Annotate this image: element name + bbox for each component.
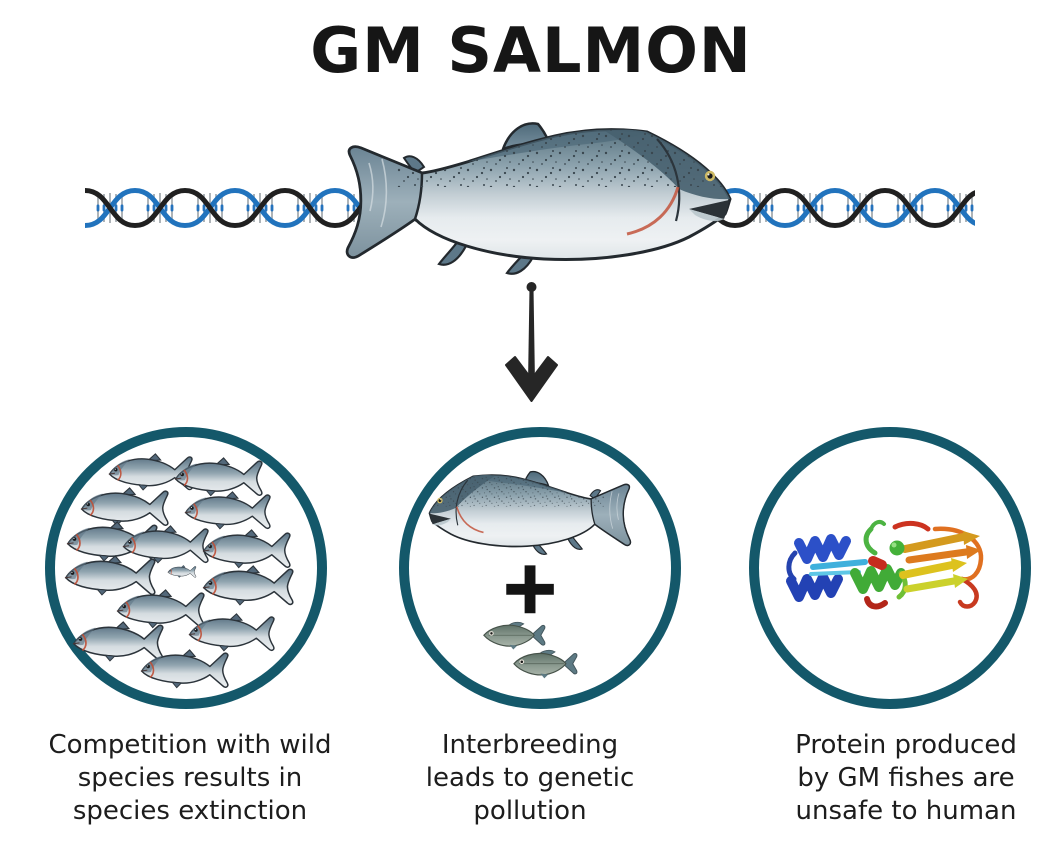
circle-interbreeding: +: [399, 427, 681, 709]
caption-line: unsafe to human: [795, 796, 1017, 826]
caption-competition: Competition with wild species results in…: [25, 729, 355, 828]
caption-line: species results in: [77, 763, 303, 793]
caption-protein: Protein produced by GM fishes are unsafe…: [756, 729, 1056, 828]
down-arrow-icon: [505, 282, 558, 402]
caption-line: Protein produced: [795, 730, 1017, 760]
plus-icon: +: [500, 545, 560, 629]
caption-interbreeding: Interbreeding leads to genetic pollution: [390, 729, 670, 828]
caption-line: leads to genetic: [425, 763, 635, 793]
page-title: GM SALMON: [310, 14, 752, 87]
protein-ribbon-icon: [786, 519, 984, 610]
school-of-salmon-icon: [64, 453, 294, 689]
salmon-plus-wild-fish-icon: +: [409, 437, 671, 679]
caption-line: by GM fishes are: [797, 763, 1015, 793]
caption-line: Competition with wild: [48, 730, 332, 760]
gm-salmon-icon: [327, 115, 747, 275]
caption-line: Interbreeding: [441, 730, 619, 760]
caption-line: pollution: [473, 796, 587, 826]
caption-line: species extinction: [72, 796, 308, 826]
circle-competition: [45, 427, 327, 709]
circle-protein: [749, 427, 1031, 709]
